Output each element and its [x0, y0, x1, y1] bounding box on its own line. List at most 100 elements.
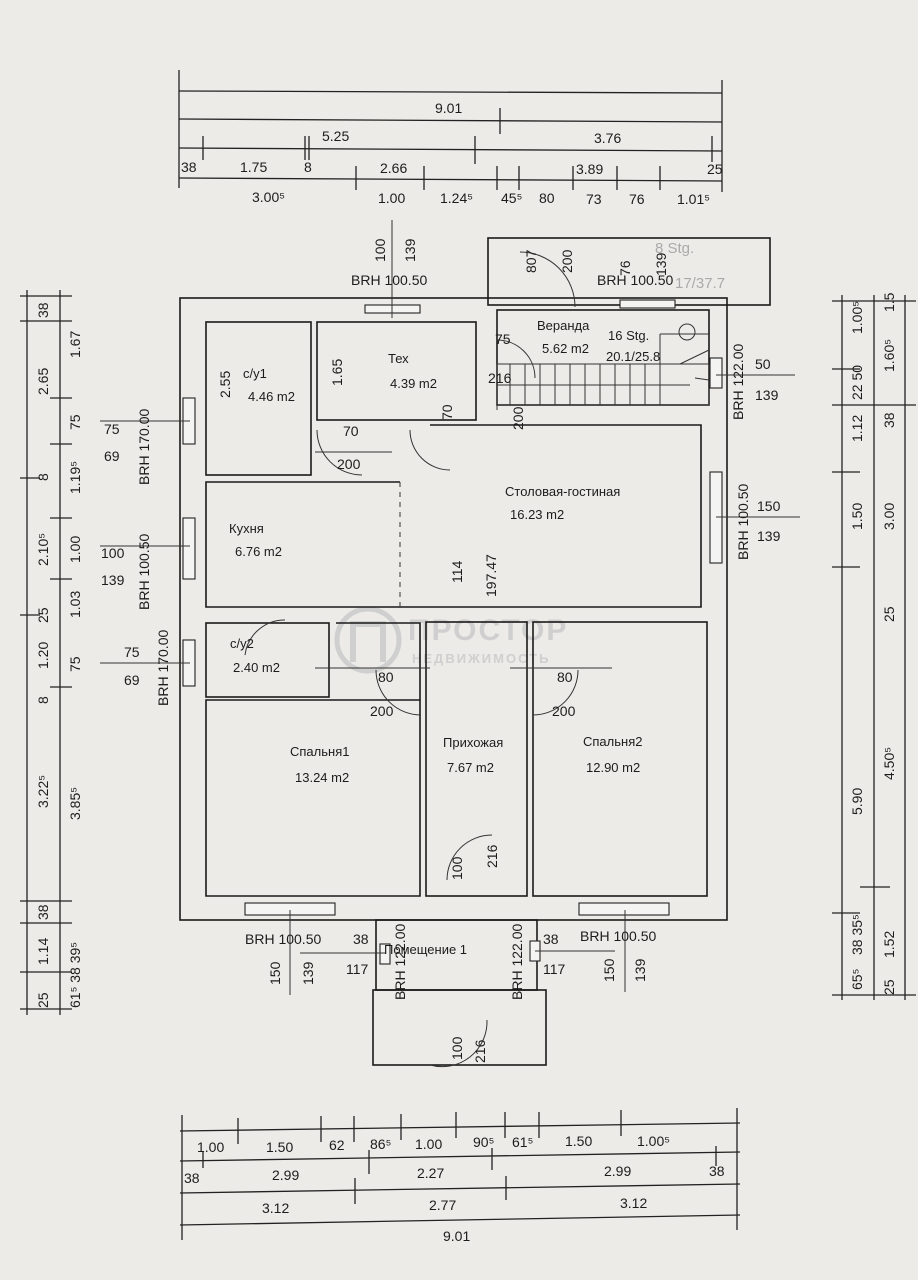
- room-tech: Тех 4.39 m2 1.65: [329, 351, 437, 391]
- opening-label: 200: [552, 703, 576, 719]
- opening-label: 139: [300, 961, 316, 985]
- room-area: 4.39 m2: [390, 376, 437, 391]
- window: [619, 299, 676, 309]
- room-name: Спальня2: [583, 734, 642, 749]
- opening-label: 100: [449, 1036, 465, 1060]
- opening-label: BRH 122.00: [509, 924, 525, 1000]
- dim-total: 9.01: [435, 100, 462, 116]
- dim-label: 2.99: [272, 1167, 299, 1183]
- door-swings: [244, 251, 612, 1068]
- window: [578, 902, 670, 916]
- dim-label: 3.89: [576, 161, 603, 177]
- dim-label: 1.00: [415, 1136, 442, 1152]
- dim-label: 1.19⁵: [67, 461, 83, 494]
- dim-label: 5.25: [322, 128, 349, 144]
- opening-label: 150: [267, 961, 283, 985]
- room-name: Тех: [388, 351, 409, 366]
- room-area: 13.24 m2: [295, 770, 349, 785]
- opening-label: 50: [755, 356, 771, 372]
- dim-label: 75: [67, 656, 83, 672]
- dim-label: 1.67: [67, 331, 83, 358]
- room-bedroom-2: Спальня2 12.90 m2: [583, 734, 642, 775]
- right-dimension-chain: 1.00⁵ 22 50 1.12 1.50 5.90 38 35⁵ 65⁵ 1.…: [832, 292, 916, 1000]
- opening-label: 200: [559, 249, 575, 273]
- dim-total: 9.01: [443, 1228, 470, 1244]
- dim-label: 1.00: [197, 1139, 224, 1155]
- room-hallway: Прихожая 7.67 m2: [443, 735, 503, 775]
- dim-label: 2.10⁵: [35, 533, 51, 566]
- room-name: Спальня1: [290, 744, 349, 759]
- dim-label: 22 50: [849, 365, 865, 400]
- dim-label: 4.50⁵: [881, 747, 897, 780]
- dim-label: 1.00⁵: [849, 301, 865, 334]
- room-su2: с/у2 2.40 m2: [230, 636, 280, 675]
- room-dim: 114: [449, 560, 465, 583]
- room-bedroom-1: Спальня1 13.24 m2: [290, 744, 349, 785]
- room-name: Кухня: [229, 521, 264, 536]
- opening-label: BRH 100.50: [580, 928, 656, 944]
- room-name: Веранда: [537, 318, 590, 333]
- room-area: 4.46 m2: [248, 389, 295, 404]
- dim-label: 65⁵: [849, 969, 865, 990]
- dim-label: 3.00: [881, 503, 897, 530]
- window: [182, 517, 196, 580]
- walls: [179, 237, 771, 1066]
- opening-label: BRH 122.00: [392, 924, 408, 1000]
- room-dim: 1.65: [329, 359, 345, 386]
- opening-label: 216: [488, 370, 512, 386]
- opening-label: 100: [101, 545, 125, 561]
- opening-label: 139: [653, 252, 669, 276]
- dim-label: 2.66: [380, 160, 407, 176]
- dim-label: 62: [329, 1137, 345, 1153]
- opening-label: BRH 100.50: [136, 534, 152, 610]
- opening-label: 75: [124, 644, 140, 660]
- room-area: 5.62 m2: [542, 341, 589, 356]
- dim-label: 3.12: [620, 1195, 647, 1211]
- dim-label: 76: [629, 191, 645, 207]
- bottom-dimension-chain: 1.00 1.50 62 86⁵ 1.00 90⁵ 61⁵ 1.50 1.00⁵…: [179, 1108, 741, 1244]
- opening-label: BRH 100.50: [597, 272, 673, 288]
- opening-label: BRH 170.00: [136, 409, 152, 485]
- room-name: с/у1: [243, 366, 267, 381]
- dim-label: 90⁵: [473, 1134, 494, 1150]
- opening-label: 139: [402, 238, 418, 262]
- opening-label: 139: [755, 387, 779, 403]
- room-name: Столовая-гостиная: [505, 484, 620, 499]
- left-dimension-chain: 38 2.65 8 2.10⁵ 25 1.20 8 3.22⁵ 38 1.14 …: [20, 290, 83, 1015]
- dim-label: 61⁵ 38 39⁵: [67, 942, 83, 1008]
- dim-label: 1.60⁵: [881, 339, 897, 372]
- dim-label: 38: [35, 904, 51, 920]
- room-dining-living: Столовая-гостиная 16.23 m2 114 197.47: [449, 484, 620, 597]
- dim-label: 86⁵: [370, 1136, 391, 1152]
- dim-label: 1.03: [67, 591, 83, 618]
- stair-ghost-ratio: 17/37.7: [675, 275, 725, 292]
- room-area: 2.40 m2: [233, 660, 280, 675]
- dim-label: 1.20: [35, 642, 51, 669]
- opening-label: 139: [632, 958, 648, 982]
- opening-label: 139: [757, 528, 781, 544]
- watermark-logo: ПРОСТОР НЕДВИЖИМОСТЬ: [334, 606, 568, 674]
- dim-label: 1.50: [565, 1133, 592, 1149]
- dim-label: 3.76: [594, 130, 621, 146]
- dim-label: 75: [67, 414, 83, 430]
- room-name: Помещение 1: [384, 942, 467, 957]
- opening-label: 38: [353, 931, 369, 947]
- opening-label: 216: [484, 844, 500, 868]
- opening-label: 70: [343, 423, 359, 439]
- opening-label: 117: [543, 961, 566, 977]
- window: [379, 943, 391, 965]
- opening-label: BRH 122.00: [730, 344, 746, 420]
- dim-label: 2.77: [429, 1197, 456, 1213]
- opening-label: BRH 100.50: [245, 931, 321, 947]
- opening-label: 69: [124, 672, 140, 688]
- dim-label: 1.01⁵: [677, 191, 710, 207]
- dim-label: 1.52: [881, 931, 897, 958]
- room-veranda: Веранда 5.62 m2 16 Stg. 20.1/25.8 8 Stg.…: [537, 240, 725, 364]
- dim-label: 38: [881, 412, 897, 428]
- window: [709, 357, 723, 389]
- watermark-title: ПРОСТОР: [408, 614, 568, 647]
- watermark-subtitle: НЕДВИЖИМОСТЬ: [412, 651, 550, 666]
- opening-label: 150: [601, 958, 617, 982]
- room-name: Прихожая: [443, 735, 503, 750]
